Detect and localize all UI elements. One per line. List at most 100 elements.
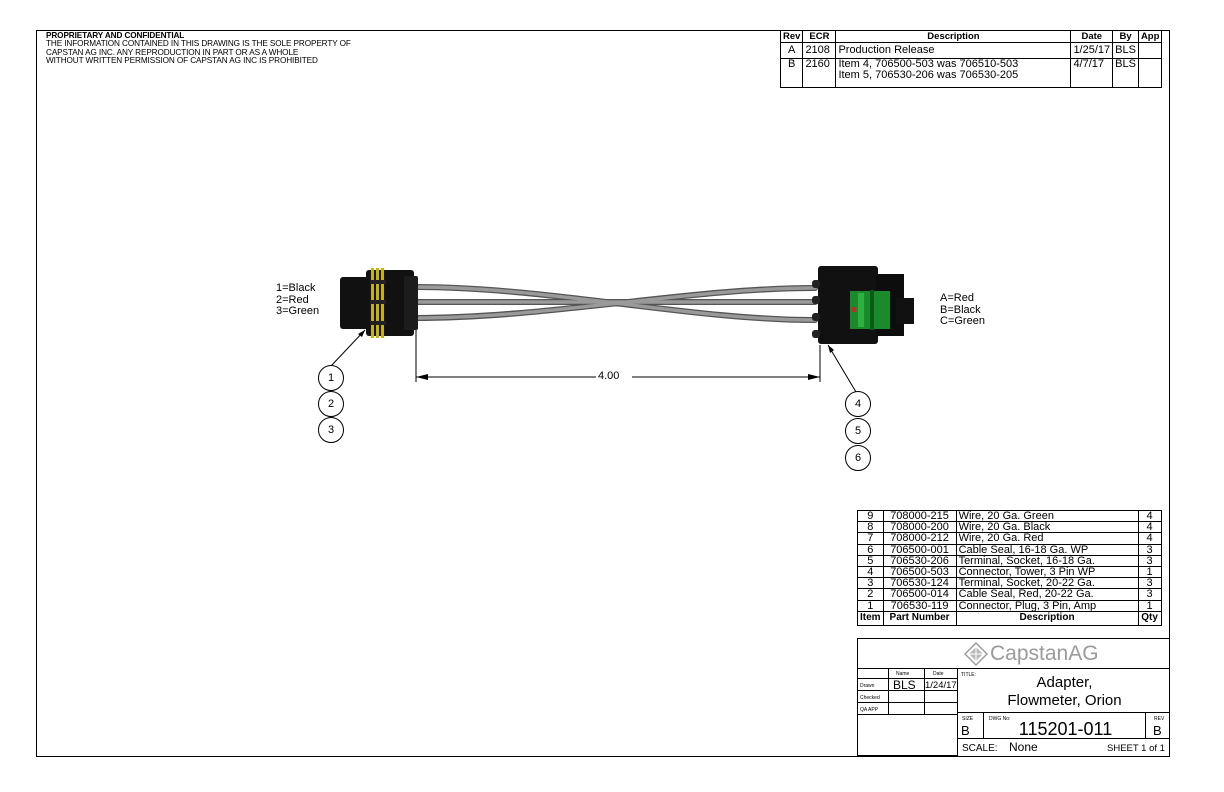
part-number-cell: 706500-014 xyxy=(882,588,957,601)
dwg-no-label: DWG No: xyxy=(989,716,1011,722)
size-value: B xyxy=(961,723,970,738)
item-cell: 4 xyxy=(857,566,884,579)
checked-label: Checked xyxy=(860,695,880,701)
drawn-date: 1/24/17 xyxy=(925,680,957,691)
item-header: Item xyxy=(857,610,884,626)
item-balloon: 1 xyxy=(318,365,344,391)
item-cell: 5 xyxy=(857,554,884,568)
item-cell: 1 xyxy=(857,599,884,612)
left-pin-labels: 1=Black 2=Red 3=Green xyxy=(276,282,319,318)
proprietary-notice: PROPRIETARY AND CONFIDENTIAL THE INFORMA… xyxy=(46,31,351,66)
rev-box: REV B xyxy=(1145,712,1170,739)
title-line: Flowmeter, Orion xyxy=(1007,692,1122,709)
item-cell: 3 xyxy=(857,577,884,590)
pin-label: 1=Black xyxy=(276,282,316,294)
length-dimension: 4.00 xyxy=(598,370,620,382)
revision-table: Rev ECR Description Date By App A 2108 P… xyxy=(779,30,1163,88)
drawing-border xyxy=(36,30,1170,757)
description-cell: Connector, Plug, 3 Pin, Amp xyxy=(955,599,1139,612)
qty-cell: 1 xyxy=(1137,599,1162,612)
drawing-number: 115201-011 xyxy=(1018,719,1113,739)
qty-cell: 3 xyxy=(1137,588,1162,601)
rev-value: B xyxy=(1153,723,1162,738)
sheet-number: SHEET 1 of 1 xyxy=(1107,743,1165,754)
description-cell: Wire, 20 Ga. Green xyxy=(955,509,1139,523)
dwg-no-box: DWG No: 115201-011 xyxy=(983,712,1146,739)
item-balloon: 6 xyxy=(845,445,871,471)
qty-header: Qty xyxy=(1137,610,1162,626)
qty-cell: 3 xyxy=(1137,543,1162,556)
part-number-cell: 706530-119 xyxy=(882,599,957,612)
qty-cell: 4 xyxy=(1137,509,1162,523)
rev-cell: B xyxy=(779,58,804,88)
right-pin-labels: A=Red B=Black C=Green xyxy=(940,292,985,328)
title-line: Adapter, xyxy=(1036,674,1093,691)
part-number-header: Part Number xyxy=(882,610,957,626)
part-number-cell: 706500-001 xyxy=(882,543,957,556)
title-box: TITLE: Adapter, Flowmeter, Orion xyxy=(957,668,1170,713)
date-label: Date xyxy=(933,671,944,677)
notice-heading: PROPRIETARY AND CONFIDENTIAL xyxy=(46,31,185,40)
item-balloon: 2 xyxy=(318,391,344,417)
qty-cell: 1 xyxy=(1137,566,1162,579)
pin-label: 2=Red xyxy=(276,293,309,306)
size-label: SIZE xyxy=(962,716,974,722)
pin-label: A=Red xyxy=(940,292,974,304)
part-number-cell: 708000-200 xyxy=(882,521,957,534)
logo-box: CapstanAG xyxy=(857,638,1170,669)
logo-text: CapstanAG xyxy=(990,642,1099,665)
ecr-cell: 2160 xyxy=(802,58,837,88)
item-balloon: 5 xyxy=(845,418,871,444)
scale-sheet-box: SCALE: None SHEET 1 of 1 xyxy=(957,738,1170,757)
item-balloon: 4 xyxy=(845,391,871,417)
description-header: Description xyxy=(955,610,1139,626)
part-number-cell: 708000-215 xyxy=(882,509,957,523)
description-cell: Terminal, Socket, 20-22 Ga. xyxy=(955,577,1139,590)
date-cell: 4/7/17 xyxy=(1070,58,1114,88)
qty-cell: 4 xyxy=(1137,532,1162,545)
tower-connector-icon xyxy=(812,266,914,344)
item-cell: 6 xyxy=(857,543,884,556)
item-cell: 8 xyxy=(857,521,884,534)
item-cell: 7 xyxy=(857,532,884,545)
description-cell: Cable Seal, Red, 20-22 Ga. xyxy=(955,588,1139,601)
drawn-name: BLS xyxy=(893,678,916,692)
description-cell: Cable Seal, 16-18 Ga. WP xyxy=(955,543,1139,556)
drawn-label: Drawn xyxy=(860,683,875,689)
plug-connector-icon xyxy=(340,268,418,338)
description-line: Item 5, 706530-206 was 706530-205 xyxy=(838,69,1019,81)
part-number-cell: 706530-124 xyxy=(882,577,957,590)
notice-line: THE INFORMATION CONTAINED IN THIS DRAWIN… xyxy=(46,39,351,49)
description-line: Item 4, 706500-503 was 706510-503 xyxy=(838,58,1019,70)
item-cell: 9 xyxy=(857,509,884,523)
pin-label: B=Black xyxy=(940,303,981,316)
qty-cell: 3 xyxy=(1137,577,1162,590)
part-number-cell: 708000-212 xyxy=(882,532,957,545)
part-number-cell: 706530-206 xyxy=(882,554,957,568)
item-balloon: 3 xyxy=(318,417,344,443)
pin-label: C=Green xyxy=(940,315,985,327)
rev-label: REV xyxy=(1154,716,1165,722)
notice-line: CAPSTAN AG INC. ANY REPRODUCTION IN PART… xyxy=(46,47,299,57)
title-label: TITLE: xyxy=(961,672,977,678)
item-cell: 2 xyxy=(857,588,884,601)
description-cell: Terminal, Socket, 16-18 Ga. xyxy=(955,554,1139,568)
description-cell: Wire, 20 Ga. Red xyxy=(955,532,1139,545)
notice-line: WITHOUT WRITTEN PERMISSION OF CAPSTAN AG… xyxy=(46,56,318,66)
scale-value: None xyxy=(1009,740,1038,754)
qty-cell: 4 xyxy=(1137,521,1162,534)
drawing-title: Adapter, Flowmeter, Orion xyxy=(958,674,1171,710)
revision-row: B 2160 Item 4, 706500-503 was 706510-503… xyxy=(779,58,1163,88)
qty-cell: 3 xyxy=(1137,554,1162,568)
description-cell: Wire, 20 Ga. Black xyxy=(955,521,1139,534)
scale-label: SCALE: xyxy=(962,743,998,754)
